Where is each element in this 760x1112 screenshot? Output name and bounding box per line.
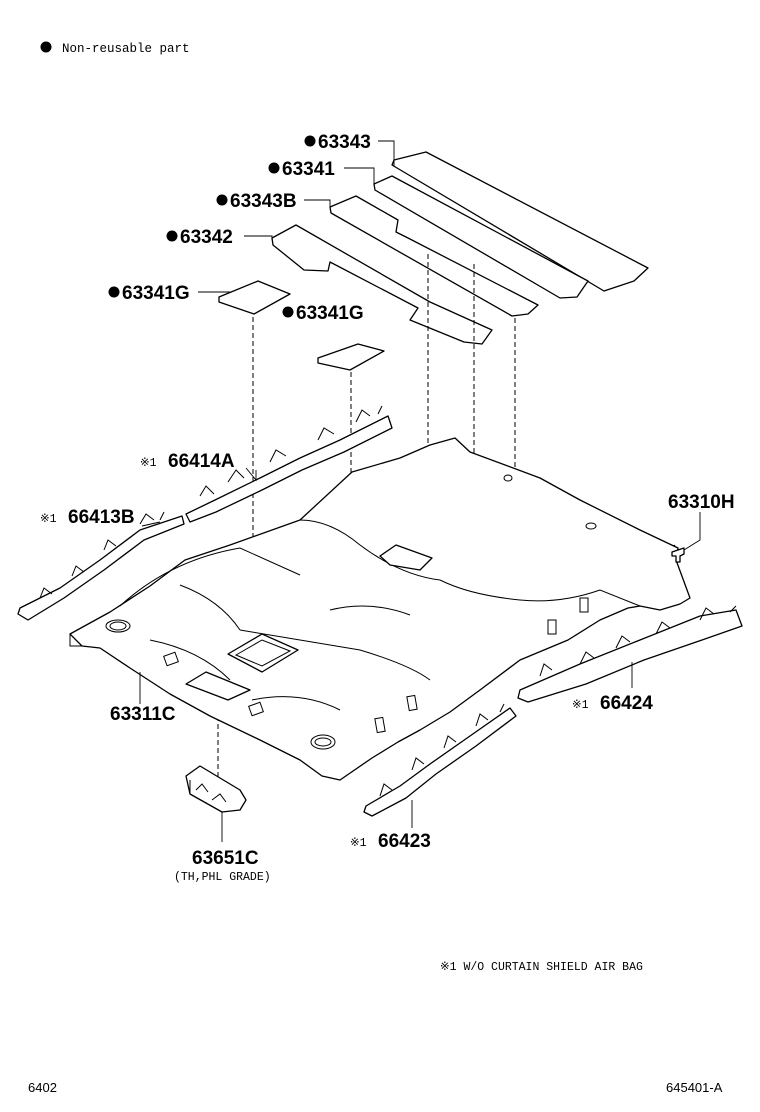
note-marker: ※1 (140, 457, 157, 470)
leader-line (378, 140, 395, 160)
label-66414A: 66414A (168, 451, 235, 472)
label-63341: 63341 (282, 159, 335, 180)
bullet-icon (40, 41, 52, 53)
leader-line (141, 521, 161, 527)
headliner-63311C (69, 437, 691, 781)
note-marker: ※1 (572, 699, 589, 712)
footnote: ※1 W/O CURTAIN SHIELD AIR BAG (440, 961, 643, 974)
label-66413B: 66413B (68, 507, 135, 528)
label-63341G-b: 63341G (296, 303, 364, 324)
footer-right: 645401-A (666, 1080, 723, 1095)
legend-text: Non-reusable part (62, 42, 190, 56)
label-63651C-note: (TH,PHL GRADE) (174, 871, 271, 884)
non-reusable-bullet-icon (304, 135, 316, 147)
pad-63343B (329, 195, 539, 317)
garnish-66414A (185, 405, 393, 523)
pad-63343 (391, 151, 649, 292)
leader-line (244, 235, 273, 240)
leader-line (344, 167, 375, 184)
non-reusable-bullet-icon (216, 194, 228, 206)
non-reusable-bullet-icon (282, 306, 294, 318)
garnish-66424 (517, 605, 743, 703)
label-63343B: 63343B (230, 191, 297, 212)
leader-line (304, 199, 331, 207)
pad-63341G-b (317, 343, 385, 371)
label-63310H: 63310H (668, 492, 735, 513)
non-reusable-bullet-icon (268, 162, 280, 174)
pad-63341G-a (218, 280, 291, 315)
garnish-66413B (17, 511, 185, 621)
note-marker: ※1 (40, 513, 57, 526)
pad-63342 (271, 224, 493, 345)
label-63311C: 63311C (110, 704, 176, 725)
lamp-63651C (185, 765, 247, 813)
non-reusable-bullet-icon (108, 286, 120, 298)
leader-line (245, 467, 257, 482)
label-63343: 63343 (318, 132, 371, 153)
footer-left: 6402 (28, 1080, 57, 1095)
label-63341G-a: 63341G (122, 283, 190, 304)
label-66423: 66423 (378, 831, 431, 852)
label-66424: 66424 (600, 693, 653, 714)
label-63651C: 63651C (192, 848, 259, 869)
leader-line (683, 512, 701, 551)
non-reusable-bullet-icon (166, 230, 178, 242)
garnish-66423 (363, 703, 517, 817)
label-63342: 63342 (180, 227, 233, 248)
pad-63341 (373, 175, 589, 299)
note-marker: ※1 (350, 837, 367, 850)
